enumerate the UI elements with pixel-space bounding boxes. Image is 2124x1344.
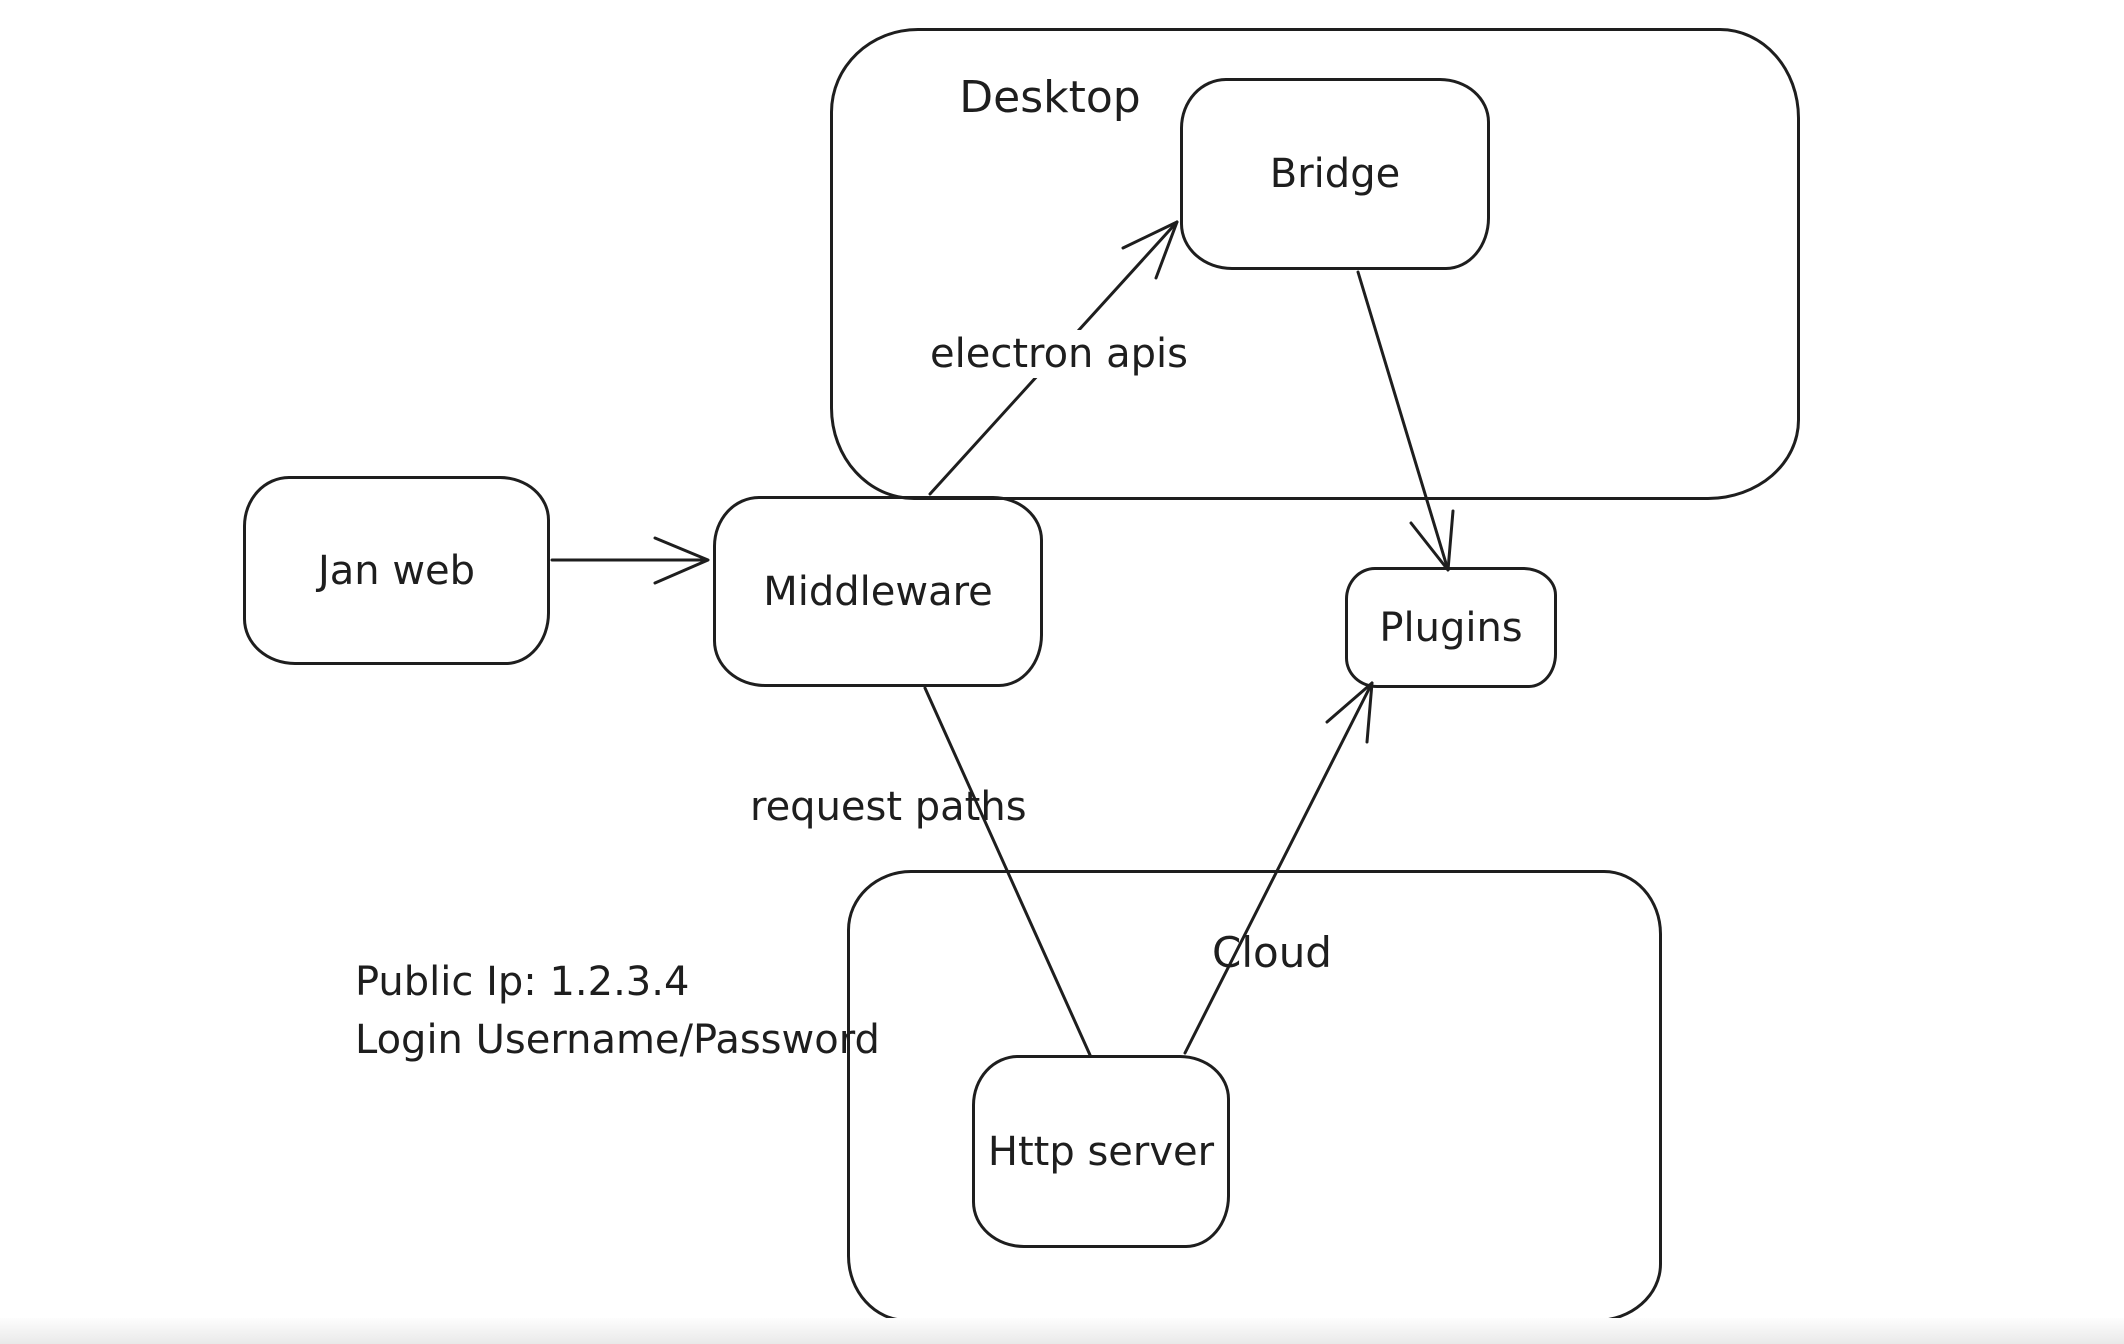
container-desktop-title[interactable]: Desktop (959, 72, 1141, 123)
edge-label-request-paths[interactable]: request paths (750, 784, 1027, 830)
line-shaft[interactable] (923, 686, 1092, 1057)
node-http-server[interactable]: Http server (972, 1055, 1230, 1248)
line-middleware-to-httpserver[interactable] (923, 686, 1092, 1057)
annotation-public-ip: Public Ip: 1.2.3.4 (355, 959, 690, 1005)
arrow-shaft[interactable] (1356, 270, 1450, 572)
container-cloud-title[interactable]: Cloud (1212, 928, 1332, 977)
arrowhead (1325, 681, 1374, 744)
arrowhead (1121, 220, 1179, 280)
annotation-login: Login Username/Password (355, 1017, 880, 1063)
arrow-bridge-to-plugins[interactable] (1356, 270, 1455, 572)
node-plugins-label: Plugins (1379, 604, 1523, 651)
bottom-edge-shade (0, 1318, 2124, 1344)
arrowhead (1409, 509, 1455, 572)
arrow-janweb-to-middleware[interactable] (550, 536, 710, 585)
node-jan-web[interactable]: Jan web (243, 476, 550, 665)
node-plugins[interactable]: Plugins (1345, 567, 1557, 688)
arrowhead (653, 536, 710, 585)
node-bridge-label: Bridge (1269, 151, 1401, 197)
node-bridge[interactable]: Bridge (1180, 78, 1490, 270)
node-jan-web-label: Jan web (317, 547, 476, 594)
annotation-credentials[interactable]: Public Ip: 1.2.3.4 Login Username/Passwo… (355, 953, 880, 1069)
container-desktop[interactable] (830, 28, 1800, 500)
edge-label-electron-apis[interactable]: electron apis (926, 330, 1192, 378)
arrow-shaft[interactable] (1183, 681, 1374, 1055)
node-middleware-label: Middleware (763, 568, 993, 615)
node-middleware[interactable]: Middleware (713, 496, 1043, 687)
node-http-server-label: Http server (987, 1128, 1215, 1175)
